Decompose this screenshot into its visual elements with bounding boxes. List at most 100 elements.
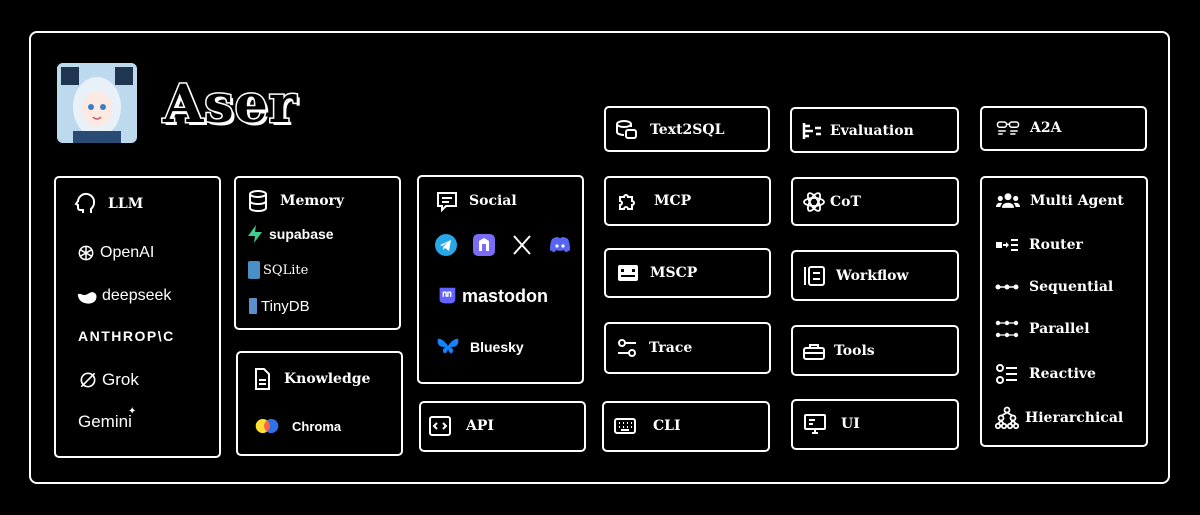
evaluation-row: Evaluation bbox=[800, 119, 914, 143]
provider-deepseek: deepseek bbox=[76, 286, 171, 306]
social-bluesky: Bluesky bbox=[436, 335, 524, 359]
a2a-box bbox=[980, 106, 1147, 151]
social-header: Social bbox=[435, 189, 517, 213]
x-icon bbox=[510, 233, 534, 257]
social-box bbox=[417, 175, 584, 384]
puzzle-icon bbox=[616, 189, 640, 213]
toolbox-icon bbox=[802, 339, 826, 363]
memory-box bbox=[234, 176, 401, 330]
whale-icon bbox=[76, 286, 98, 306]
chroma-icon bbox=[250, 415, 284, 437]
store-sqlite: SQLite bbox=[247, 260, 308, 280]
mcp-row: MCP bbox=[616, 189, 691, 213]
knowledge-box bbox=[236, 351, 403, 456]
mastodon-icon bbox=[434, 283, 460, 309]
discord-icon bbox=[548, 233, 572, 257]
mcp-title: MCP bbox=[654, 193, 692, 209]
workflow-box bbox=[791, 250, 959, 301]
mode-sequential: Sequential bbox=[995, 275, 1113, 299]
api-box bbox=[419, 401, 586, 452]
social-title: Social bbox=[469, 193, 517, 209]
users-group-icon bbox=[994, 189, 1022, 213]
router-icon bbox=[995, 233, 1019, 257]
llm-header: LLM bbox=[74, 192, 143, 216]
store-chroma: Chroma bbox=[250, 415, 341, 437]
sparkle-icon: ✦ bbox=[128, 406, 137, 417]
provider-openai: OpenAI bbox=[76, 243, 154, 263]
parallel-dots-icon bbox=[995, 317, 1019, 341]
mode-reactive: Reactive bbox=[995, 362, 1096, 386]
provider-grok: Grok bbox=[78, 370, 139, 390]
text2sql-box bbox=[604, 106, 770, 152]
mcp-box bbox=[604, 176, 771, 226]
social-platform-icons bbox=[434, 233, 572, 257]
telegram-icon bbox=[434, 233, 458, 257]
social-mastodon: mastodon bbox=[434, 283, 548, 309]
memory-header: Memory bbox=[246, 189, 344, 213]
memory-title: Memory bbox=[280, 193, 345, 209]
api-row: API bbox=[428, 414, 494, 438]
openai-icon bbox=[76, 243, 96, 263]
tools-title: Tools bbox=[834, 343, 875, 359]
knowledge-header: Knowledge bbox=[250, 367, 370, 391]
notion-icon bbox=[472, 233, 496, 257]
sqlite-icon bbox=[247, 260, 261, 280]
store-tinydb: TinyDB bbox=[248, 297, 310, 315]
tools-box bbox=[791, 325, 959, 376]
grok-icon bbox=[78, 370, 98, 390]
cot-title: CoT bbox=[830, 194, 861, 210]
sliders-icon bbox=[615, 336, 639, 360]
hierarchy-icon bbox=[995, 406, 1019, 430]
trace-box bbox=[604, 322, 771, 374]
provider-anthropic: ANTHROP\C bbox=[78, 328, 175, 344]
database-icon bbox=[246, 189, 270, 213]
a2a-title: A2A bbox=[1030, 120, 1062, 136]
brain-icon bbox=[74, 192, 98, 216]
reactive-list-icon bbox=[995, 362, 1019, 386]
list-bars-icon bbox=[800, 119, 824, 143]
api-title: API bbox=[466, 418, 494, 434]
llm-box bbox=[54, 176, 221, 458]
trace-title: Trace bbox=[649, 340, 693, 356]
evaluation-box bbox=[790, 107, 959, 153]
atom-icon bbox=[802, 190, 826, 214]
a2a-row: A2A bbox=[992, 116, 1061, 140]
tinydb-icon bbox=[248, 297, 258, 315]
llm-title: LLM bbox=[108, 196, 144, 212]
workflow-title: Workflow bbox=[836, 268, 909, 284]
cot-box bbox=[791, 177, 959, 226]
database-chat-icon bbox=[614, 118, 638, 142]
code-window-icon bbox=[428, 414, 452, 438]
mode-router: Router bbox=[995, 233, 1083, 257]
sequential-dots-icon bbox=[995, 275, 1019, 299]
multi-agent-header: Multi Agent bbox=[994, 189, 1124, 213]
document-icon bbox=[250, 367, 274, 391]
multi-agent-title: Multi Agent bbox=[1030, 193, 1124, 209]
mode-parallel: Parallel bbox=[995, 317, 1090, 341]
supabase-icon bbox=[247, 225, 263, 243]
architecture-frame bbox=[29, 31, 1170, 484]
agent-link-icon bbox=[992, 116, 1024, 140]
text2sql-row: Text2SQL bbox=[614, 118, 724, 142]
avatar bbox=[57, 63, 137, 143]
cli-title: CLI bbox=[653, 418, 681, 434]
evaluation-title: Evaluation bbox=[830, 123, 914, 139]
keyboard-icon bbox=[613, 414, 637, 438]
workflow-row: Workflow bbox=[802, 264, 909, 288]
mscp-row: MSCP bbox=[616, 261, 697, 285]
text2sql-title: Text2SQL bbox=[650, 122, 725, 138]
workflow-icon bbox=[802, 264, 826, 288]
multi-agent-box bbox=[980, 176, 1148, 447]
ui-title: UI bbox=[841, 416, 860, 432]
tools-row: Tools bbox=[802, 339, 875, 363]
mscp-title: MSCP bbox=[650, 265, 698, 281]
store-supabase: supabase bbox=[247, 225, 334, 243]
ui-row: UI bbox=[803, 412, 860, 436]
monitor-icon bbox=[803, 412, 827, 436]
cot-row: CoT bbox=[802, 190, 861, 214]
app-title: Aser bbox=[161, 73, 298, 137]
knowledge-title: Knowledge bbox=[284, 371, 371, 387]
trace-row: Trace bbox=[615, 336, 692, 360]
mode-hierarchical: Hierarchical bbox=[995, 406, 1123, 430]
chat-bubble-icon bbox=[435, 189, 459, 213]
